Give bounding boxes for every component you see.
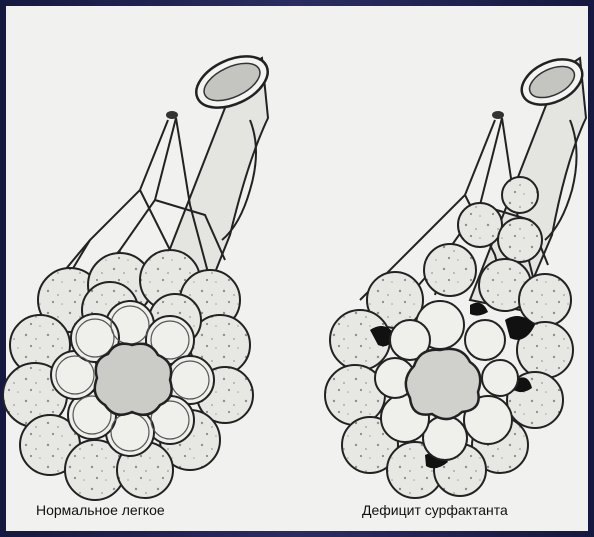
caption-surfactant-deficit: Дефицит сурфактанта	[362, 502, 508, 518]
vessel-cut-right	[492, 111, 504, 119]
alveolar-lumen-right	[406, 349, 480, 419]
vessel-cut-left	[166, 111, 178, 119]
caption-normal-lung: Нормальное легкое	[36, 502, 165, 518]
normal-alveoli-diagram	[3, 46, 276, 500]
deficit-alveoli-diagram	[325, 50, 589, 498]
